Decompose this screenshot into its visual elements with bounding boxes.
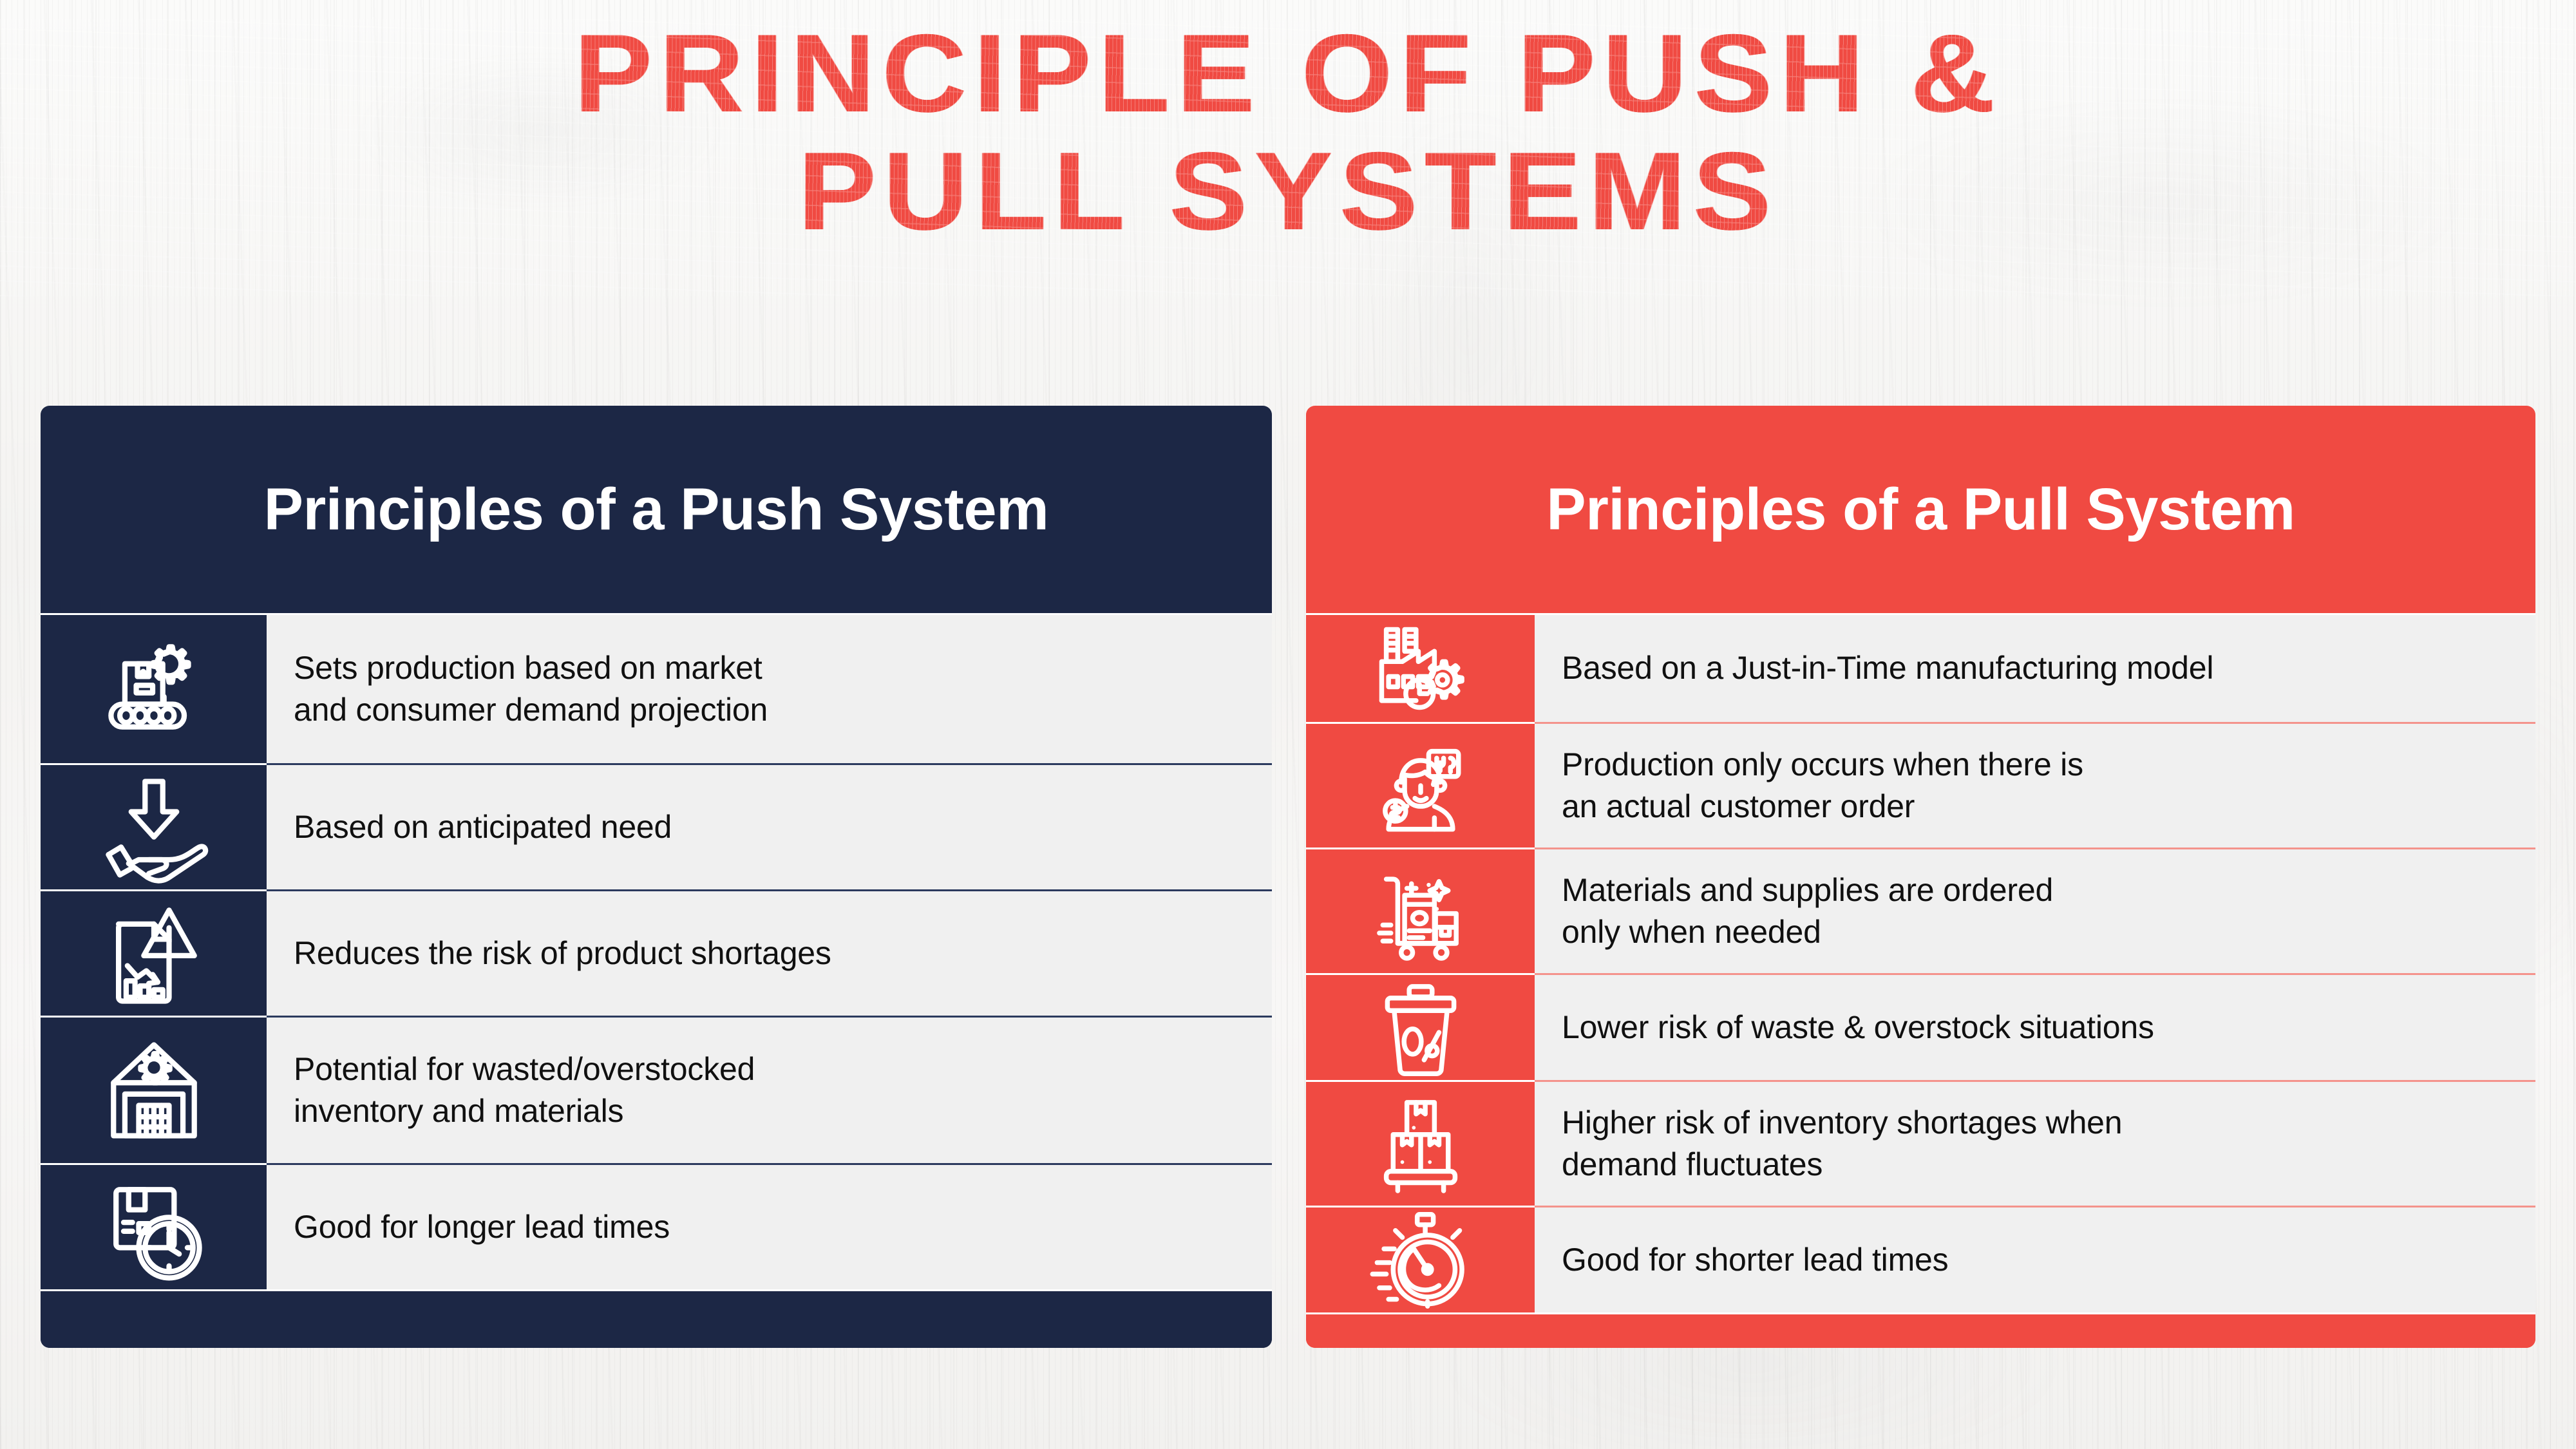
icon-cell: [1306, 721, 1535, 848]
table-row[interactable]: Based on anticipated need: [41, 762, 1272, 890]
stopwatch-speed-icon: [1363, 1203, 1478, 1318]
icon-cell: [41, 1015, 267, 1164]
hand-receiving-down-arrow-icon: [91, 764, 217, 890]
table-row[interactable]: Materials and supplies are ordered only …: [1306, 847, 2535, 974]
row-label: Good for shorter lead times: [1562, 1242, 1949, 1278]
icon-cell: [41, 889, 267, 1016]
table-row[interactable]: Lower risk of waste & overstock situatio…: [1306, 973, 2535, 1080]
title-line-1: PRINCIPLE OF PUSH &: [574, 12, 2002, 135]
table-row[interactable]: Potential for wasted/overstocked invento…: [41, 1015, 1272, 1164]
text-cell: Good for longer lead times: [267, 1163, 1272, 1290]
row-label: Potential for wasted/overstocked invento…: [294, 1050, 755, 1129]
text-cell: Good for shorter lead times: [1535, 1206, 2535, 1312]
text-cell: Lower risk of waste & overstock situatio…: [1535, 973, 2535, 1080]
icon-cell: [41, 615, 267, 763]
declining-chart-warning-icon: [91, 890, 217, 1016]
row-label: Production only occurs when there is an …: [1562, 746, 2083, 824]
page-title: PRINCIPLE OF PUSH & PULL SYSTEMS: [0, 12, 2576, 253]
pull-system-panel: Principles of a Pull System: [1306, 406, 2535, 1348]
row-label: Materials and supplies are ordered only …: [1562, 872, 2054, 951]
customer-order-dollar-icon: [1363, 728, 1478, 843]
text-cell: Production only occurs when there is an …: [1535, 721, 2535, 848]
package-clock-icon: [91, 1164, 217, 1291]
icon-cell: [1306, 615, 1535, 722]
row-label: Sets production based on market and cons…: [294, 649, 768, 728]
warehouse-gear-icon: [91, 1027, 217, 1153]
conveyor-belt-gear-icon: [91, 626, 217, 752]
icon-cell: [1306, 973, 1535, 1080]
row-label: Higher risk of inventory shortages when …: [1562, 1104, 2123, 1183]
row-label: Based on anticipated need: [294, 808, 672, 845]
push-system-panel: Principles of a Push System: [41, 406, 1272, 1348]
row-label: Good for longer lead times: [294, 1209, 670, 1245]
push-rows-container: Sets production based on market and cons…: [41, 613, 1272, 1291]
factory-gear-clock-icon: [1363, 611, 1478, 726]
pull-rows-container: Based on a Just-in-Time manufacturing mo…: [1306, 613, 2535, 1312]
push-panel-header: Principles of a Push System: [263, 476, 1049, 542]
table-row[interactable]: Based on a Just-in-Time manufacturing mo…: [1306, 615, 2535, 722]
icon-cell: [41, 1163, 267, 1291]
icon-cell: [41, 762, 267, 890]
table-row[interactable]: Good for shorter lead times: [1306, 1206, 2535, 1312]
icon-cell: [1306, 1206, 1535, 1312]
table-row[interactable]: Production only occurs when there is an …: [1306, 721, 2535, 848]
pull-panel-footer: [1306, 1312, 2535, 1348]
text-cell: Reduces the risk of product shortages: [267, 889, 1272, 1016]
table-row[interactable]: Reduces the risk of product shortages: [41, 889, 1272, 1016]
trash-bin-zero-percent-icon: [1363, 971, 1478, 1085]
table-row[interactable]: Sets production based on market and cons…: [41, 615, 1272, 763]
text-cell: Based on a Just-in-Time manufacturing mo…: [1535, 615, 2535, 722]
text-cell: Based on anticipated need: [267, 762, 1272, 889]
pull-panel-header: Principles of a Pull System: [1546, 476, 2295, 542]
push-panel-footer: [41, 1289, 1272, 1348]
text-cell: Materials and supplies are ordered only …: [1535, 847, 2535, 974]
text-cell: Potential for wasted/overstocked invento…: [267, 1015, 1272, 1164]
row-label: Reduces the risk of product shortages: [294, 934, 831, 971]
table-row[interactable]: Good for longer lead times: [41, 1163, 1272, 1291]
table-row[interactable]: Higher risk of inventory shortages when …: [1306, 1079, 2535, 1206]
text-cell: Higher risk of inventory shortages when …: [1535, 1079, 2535, 1206]
stacked-boxes-cart-icon: [1363, 1086, 1478, 1201]
hand-truck-supplies-icon: [1363, 854, 1478, 969]
icon-cell: [1306, 1079, 1535, 1206]
text-cell: Sets production based on market and cons…: [267, 615, 1272, 763]
row-label: Lower risk of waste & overstock situatio…: [1562, 1009, 2154, 1046]
row-label: Based on a Just-in-Time manufacturing mo…: [1562, 650, 2214, 687]
icon-cell: [1306, 847, 1535, 974]
title-line-2: PULL SYSTEMS: [798, 129, 1778, 253]
